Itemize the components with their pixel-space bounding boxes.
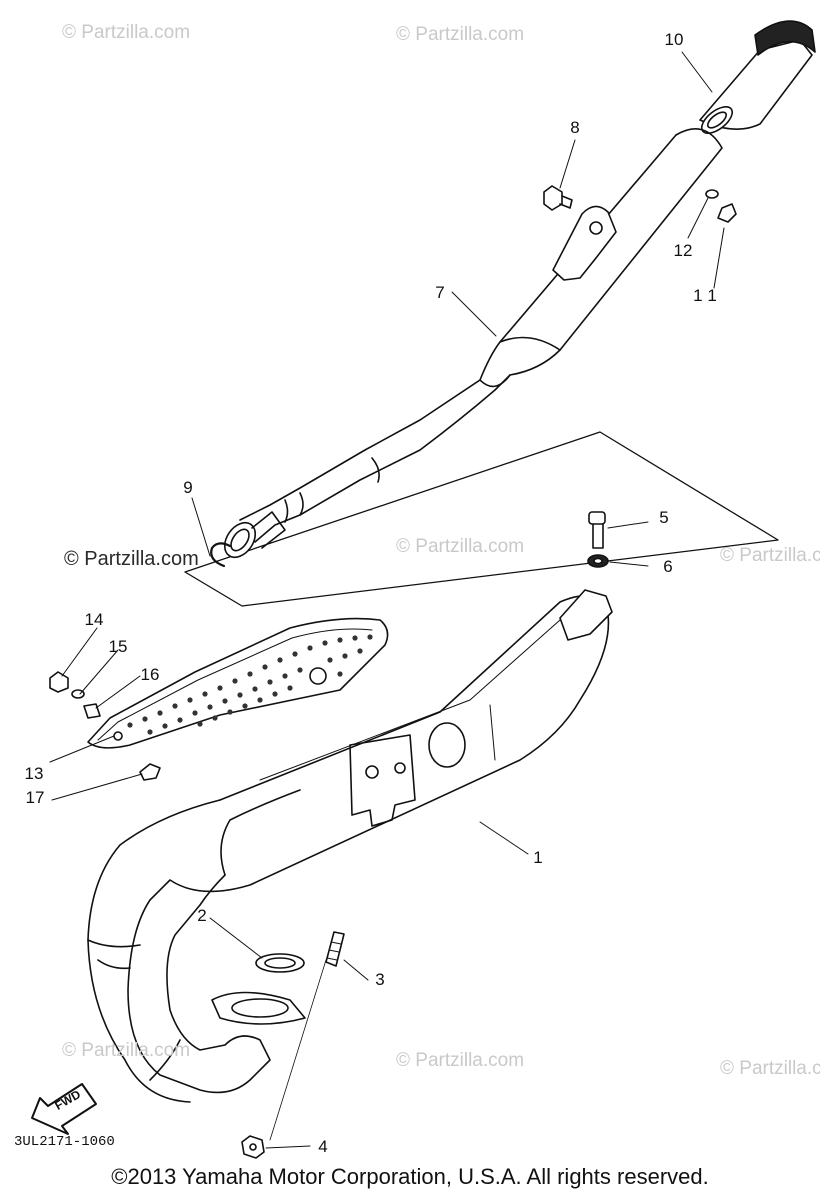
heat-shield-holes [127, 634, 373, 735]
stud-part-3 [325, 931, 345, 967]
heat-shield-mount-hole [309, 667, 327, 685]
callout-part-12[interactable]: 12 [673, 241, 693, 260]
watermark: © Partzilla.com [396, 536, 525, 557]
callout-part-7[interactable]: 7 [435, 283, 445, 302]
callout-part-3[interactable]: 3 [375, 970, 385, 989]
clip-part-9 [210, 542, 232, 568]
callout-part-5[interactable]: 5 [659, 508, 669, 527]
watermark: © Partzilla.com [720, 545, 820, 566]
callout-part-10[interactable]: 10 [664, 30, 684, 49]
washer-part-12 [705, 189, 719, 199]
callout-part-14[interactable]: 14 [84, 610, 104, 629]
exhaust-chamber-part-1 [87, 589, 613, 1103]
washer-part-15 [71, 689, 85, 699]
bolt-part-8 [543, 185, 573, 211]
watermark: © Partzilla.com [396, 1050, 525, 1071]
watermark: © Partzilla.com [396, 24, 525, 45]
washer-part-6 [587, 554, 609, 568]
diagram-part-code: 3UL2171-1060 [14, 1134, 115, 1150]
callout-part-2[interactable]: 2 [197, 906, 207, 925]
gasket-part-2 [255, 953, 305, 973]
screw-part-14 [49, 671, 69, 693]
watermark: © Partzilla.com [62, 1040, 191, 1061]
callout-part-9[interactable]: 9 [183, 478, 193, 497]
callout-part-15[interactable]: 15 [108, 637, 128, 656]
damper-part-17 [139, 763, 161, 781]
leader-lines [49, 51, 725, 1149]
bolt-part-5 [588, 511, 606, 549]
assembly-boundary [184, 431, 779, 607]
callout-part-8[interactable]: 8 [570, 118, 580, 137]
heat-shield-part-13 [87, 617, 389, 749]
watermark: © Partzilla.com [62, 22, 191, 43]
watermark: © Partzilla.com [64, 548, 199, 570]
callout-part-1[interactable]: 1 [533, 848, 543, 867]
callout-part-16[interactable]: 16 [140, 665, 160, 684]
callout-part-13[interactable]: 13 [24, 764, 44, 783]
nut-part-4 [241, 1135, 265, 1159]
callout-part-6[interactable]: 6 [663, 557, 673, 576]
expansion-pipe-part-7 [223, 128, 723, 559]
tailpipe-part-10 [699, 20, 816, 134]
copyright-notice: ©2013 Yamaha Motor Corporation, U.S.A. A… [111, 1164, 709, 1189]
spacer-part-16 [83, 703, 101, 719]
callout-part-4[interactable]: 4 [318, 1137, 328, 1156]
callout-part-11[interactable]: 1 1 [693, 286, 717, 305]
screw-part-11 [717, 203, 737, 223]
fwd-arrow-icon [31, 1083, 97, 1135]
watermark: © Partzilla.com [720, 1058, 820, 1079]
callout-part-17[interactable]: 17 [25, 788, 45, 807]
